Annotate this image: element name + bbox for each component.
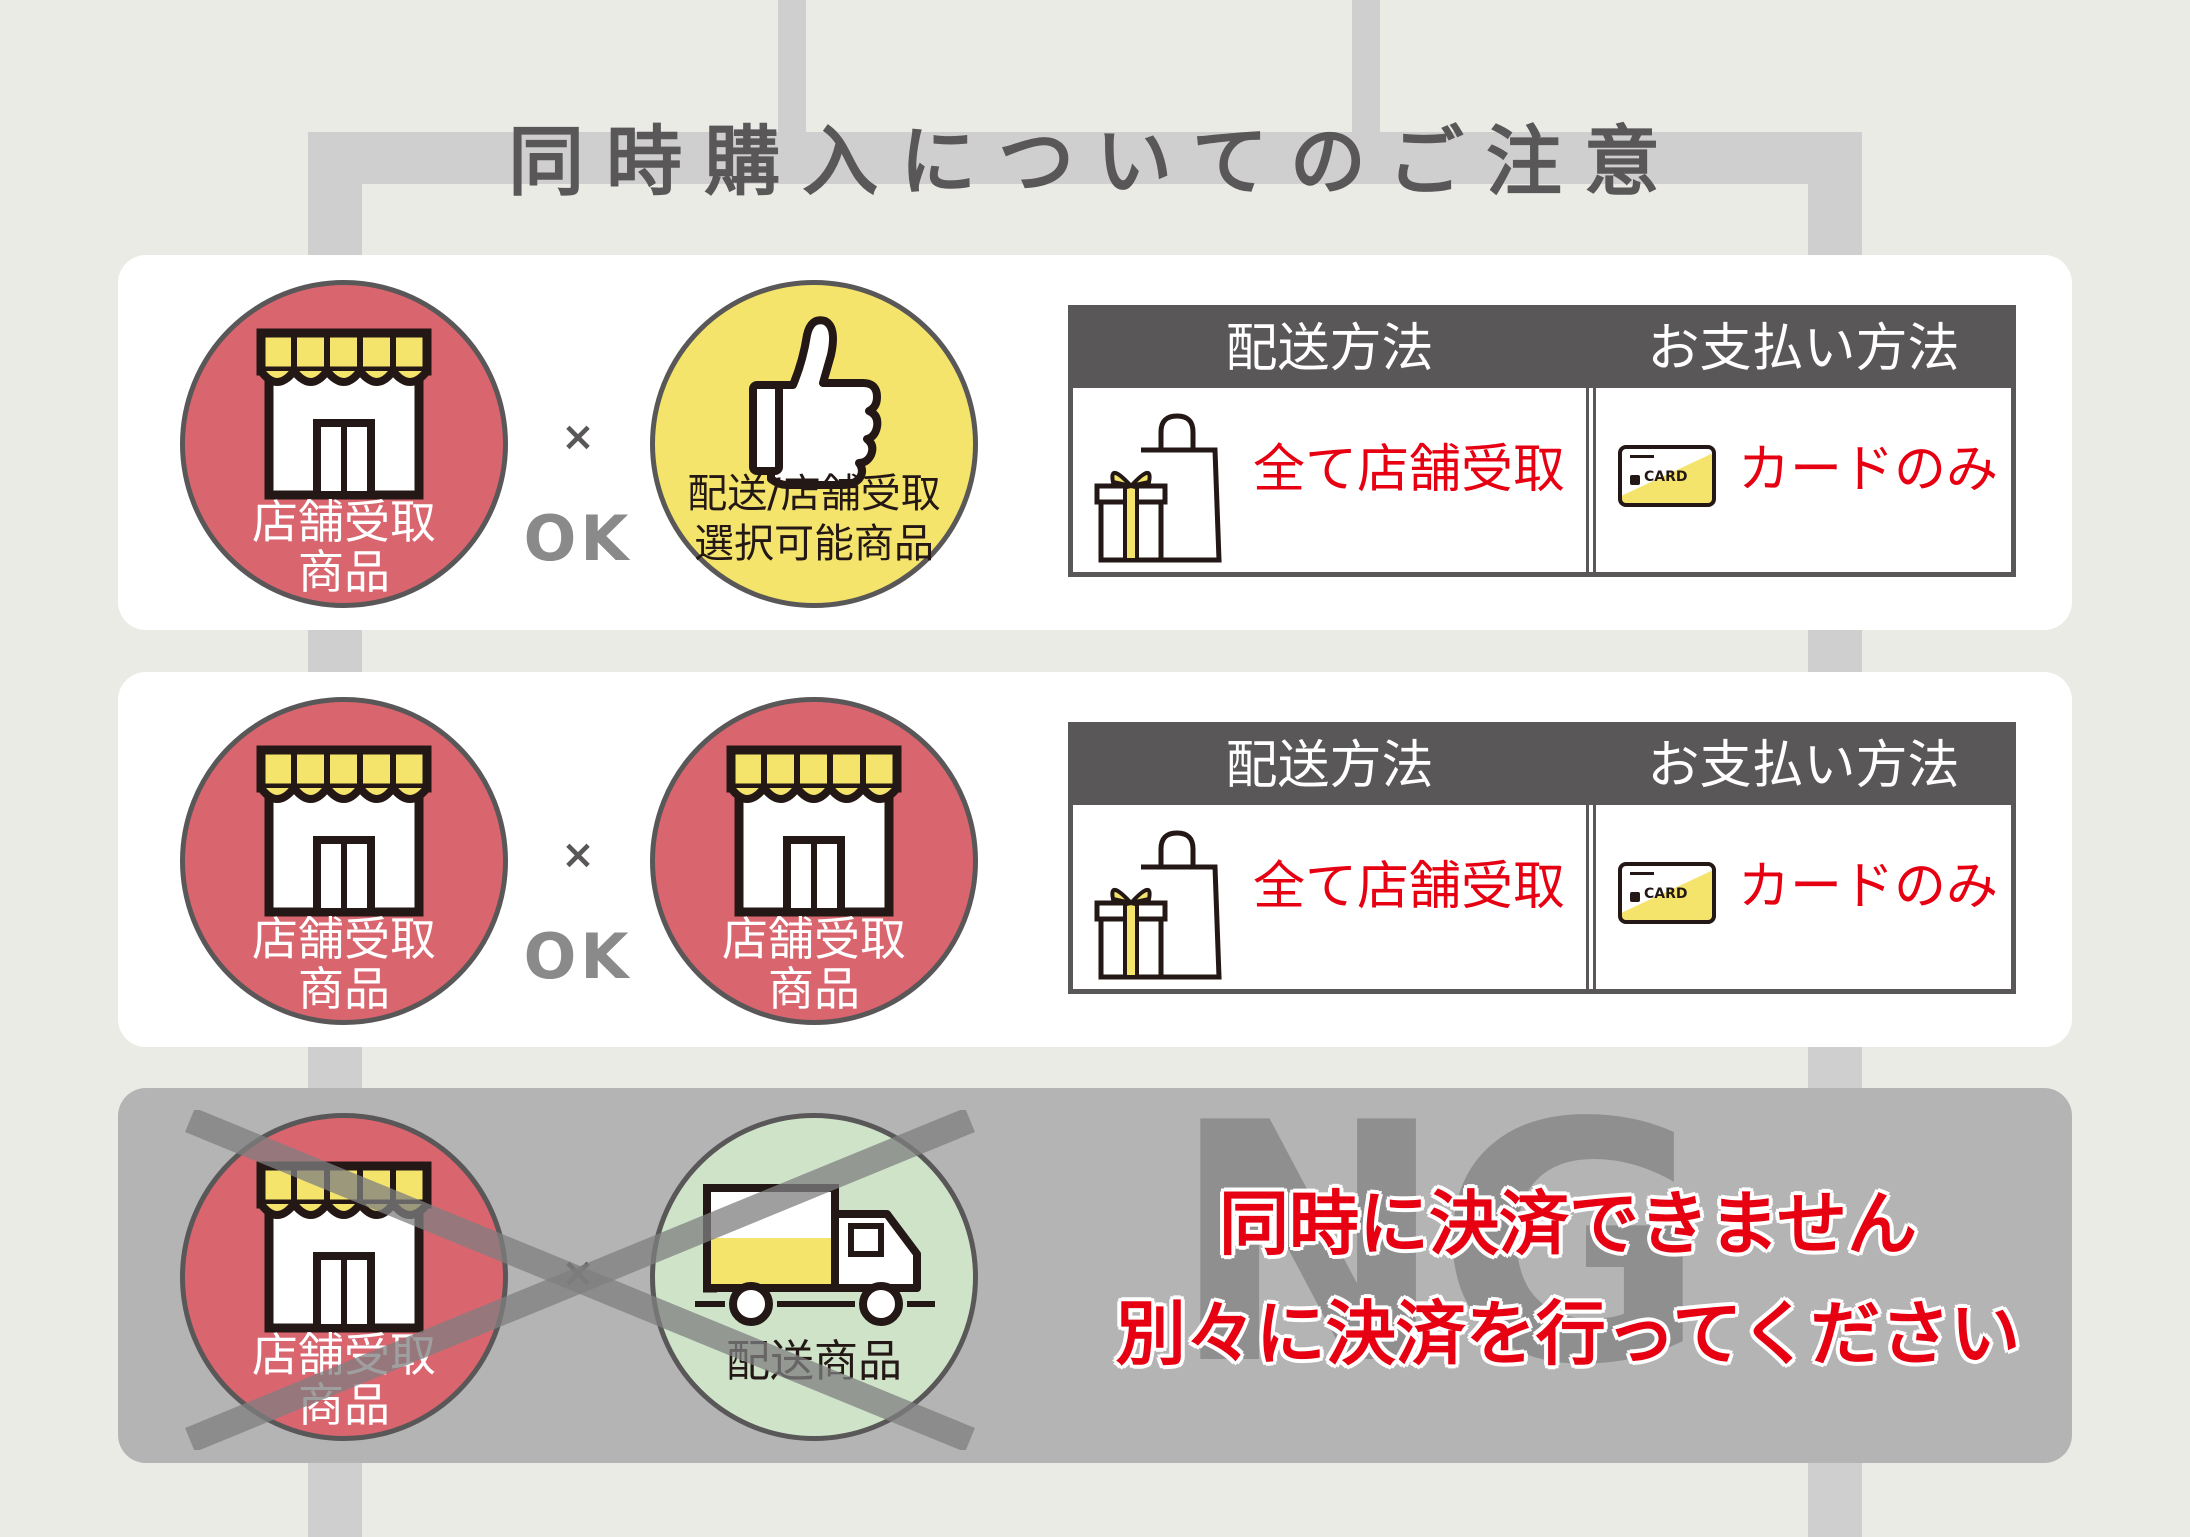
shopping-bag-gift-icon bbox=[1094, 830, 1222, 980]
ok-label: OK bbox=[523, 920, 633, 993]
rules-table: 配送方法 お支払い方法 全て店舗受取 CARD カードのみ bbox=[1068, 722, 2016, 994]
circle-label-line1: 配送/店舗受取 bbox=[687, 471, 941, 517]
card-text: CARD bbox=[1644, 469, 1688, 485]
circle-label-line1: 店舗受取 bbox=[252, 912, 436, 966]
ng-watermark: NG bbox=[1170, 1053, 1707, 1437]
delivery-method-header: 配送方法 bbox=[1073, 727, 1586, 805]
credit-card-icon: CARD bbox=[1618, 445, 1716, 507]
circle-label-line1: 店舗受取 bbox=[252, 495, 436, 549]
ng-message-line2: 別々に決済を行ってください bbox=[1115, 1293, 2021, 1375]
times-symbol: × bbox=[561, 414, 595, 460]
store-icon bbox=[256, 328, 432, 500]
delivery-value: 全て店舗受取 bbox=[1253, 857, 1566, 917]
page-title: 同時購入についてのご注意 bbox=[508, 117, 1682, 206]
payment-value: カードのみ bbox=[1738, 440, 1999, 500]
rules-table: 配送方法 お支払い方法 全て店舗受取 CARD カードのみ bbox=[1068, 305, 2016, 577]
payment-value: カードのみ bbox=[1738, 857, 1999, 917]
store-icon bbox=[726, 745, 902, 917]
table-divider-inner bbox=[1589, 805, 1593, 989]
shopping-bag-gift-icon bbox=[1094, 413, 1222, 563]
ok-label: OK bbox=[523, 502, 633, 575]
circle-label-line2: 選択可能商品 bbox=[694, 521, 934, 567]
circle-label-line2: 商品 bbox=[298, 962, 390, 1016]
table-divider-inner bbox=[1589, 388, 1593, 572]
card-text: CARD bbox=[1644, 886, 1688, 902]
circle-label-line1: 店舗受取 bbox=[722, 912, 906, 966]
store-pickup-circle: 店舗受取 商品 bbox=[650, 697, 978, 1025]
times-symbol: × bbox=[561, 832, 595, 878]
store-pickup-circle: 店舗受取 商品 bbox=[180, 280, 508, 608]
circle-label-line2: 商品 bbox=[768, 962, 860, 1016]
store-icon bbox=[256, 745, 432, 917]
delivery-or-pickup-circle: 配送/店舗受取 選択可能商品 bbox=[650, 280, 978, 608]
bg-frame-inner bbox=[362, 184, 1808, 264]
credit-card-icon: CARD bbox=[1618, 862, 1716, 924]
cross-out-icon bbox=[185, 1110, 975, 1450]
payment-method-header: お支払い方法 bbox=[1596, 310, 2011, 388]
circle-label-line2: 商品 bbox=[298, 545, 390, 599]
bg-frame-top bbox=[308, 132, 1862, 184]
delivery-method-header: 配送方法 bbox=[1073, 310, 1586, 388]
store-icon bbox=[256, 1161, 432, 1333]
store-pickup-circle: 店舗受取 商品 bbox=[180, 697, 508, 1025]
delivery-value: 全て店舗受取 bbox=[1253, 440, 1566, 500]
payment-method-header: お支払い方法 bbox=[1596, 727, 2011, 805]
thumbs-up-icon bbox=[749, 316, 882, 489]
ng-message-line1: 同時に決済できません bbox=[1219, 1183, 1917, 1265]
